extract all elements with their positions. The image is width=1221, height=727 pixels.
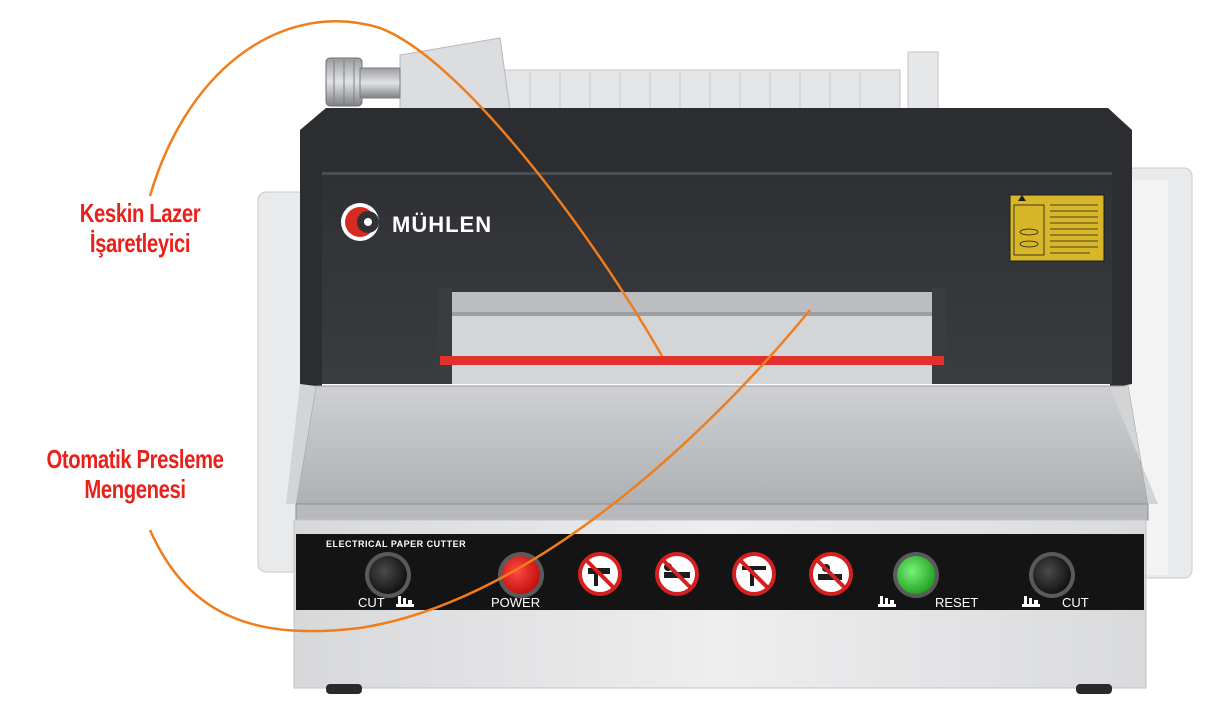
control-panel: ELECTRICAL PAPER CUTTER CUT POWER [296, 534, 1144, 610]
power-button[interactable] [498, 552, 544, 598]
laser-callout-line2: İşaretleyici [89, 228, 191, 258]
feet [326, 684, 1112, 694]
cut-label-right: CUT [1062, 595, 1089, 610]
clamp-callout-line [148, 309, 811, 633]
no-hands-warning-icon [578, 552, 622, 596]
reset-label: RESET [935, 595, 978, 610]
laser-marker-callout: Keskin Lazer İşaretleyici [62, 198, 218, 258]
hands-icon-right [1022, 596, 1040, 607]
laser-line [440, 356, 944, 365]
brand-name: MÜHLEN [392, 212, 492, 237]
cut-button-left[interactable] [365, 552, 411, 598]
no-repair-warning-icon [809, 552, 853, 596]
rear-paper-gauge [399, 37, 939, 113]
no-blade-touch-warning-icon [732, 552, 776, 596]
clamp-callout-line2: Mengenesi [84, 474, 186, 504]
brand-logo: MÜHLEN [341, 203, 492, 241]
cut-label-left: CUT [358, 595, 385, 610]
hands-icon-reset [878, 596, 896, 607]
cutting-window [438, 288, 946, 384]
clamp-callout-line1: Otomatik Presleme [46, 444, 224, 474]
handwheel-knob-icon [325, 57, 401, 107]
hands-icon-left [396, 596, 414, 607]
cut-button-right[interactable] [1029, 552, 1075, 598]
warning-sticker [1009, 194, 1105, 262]
clamp-callout: Otomatik Presleme Mengenesi [38, 444, 233, 504]
panel-title: ELECTRICAL PAPER CUTTER [326, 539, 466, 549]
no-reaching-warning-icon [655, 552, 699, 596]
cutting-table [286, 384, 1158, 521]
laser-callout-line1: Keskin Lazer [79, 198, 201, 228]
reset-button[interactable] [893, 552, 939, 598]
laser-callout-line [148, 20, 664, 357]
power-label: POWER [491, 595, 540, 610]
